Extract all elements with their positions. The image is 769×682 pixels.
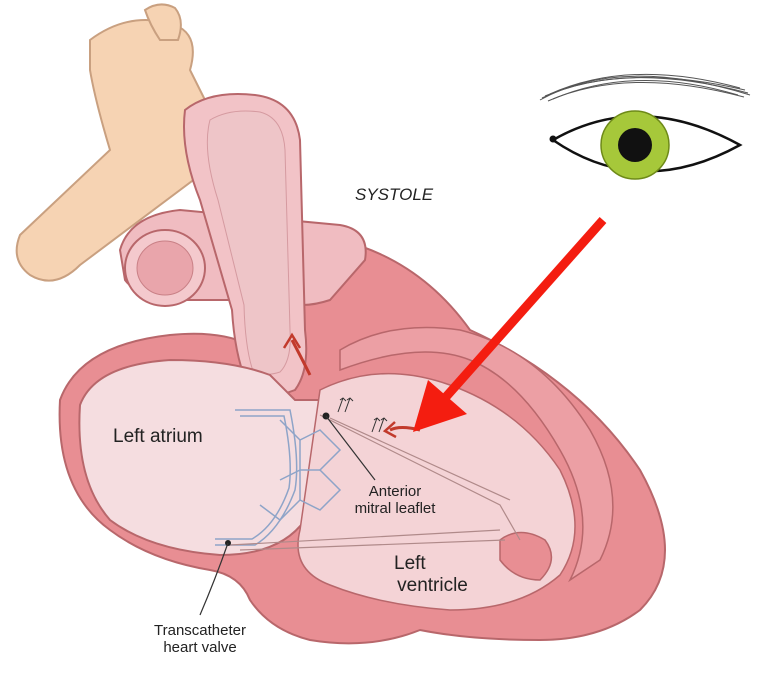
label-left-ventricle: Left ventricle bbox=[380, 553, 485, 597]
label-transcatheter-line1: Transcatheter bbox=[130, 622, 270, 639]
label-ventricle-line1: Left bbox=[380, 553, 485, 575]
label-transcatheter-heart-valve: Transcatheter heart valve bbox=[130, 622, 270, 657]
label-anterior-line1: Anterior bbox=[340, 483, 450, 500]
eye-icon bbox=[550, 111, 741, 179]
label-anterior-line2: mitral leaflet bbox=[340, 500, 450, 517]
label-left-atrium: Left atrium bbox=[113, 426, 203, 448]
label-ventricle-line2: ventricle bbox=[380, 575, 485, 597]
aorta-lumen bbox=[137, 241, 193, 295]
diagram-title: SYSTOLE bbox=[355, 185, 433, 205]
label-anterior-mitral-leaflet: Anterior mitral leaflet bbox=[340, 483, 450, 518]
label-transcatheter-line2: heart valve bbox=[130, 639, 270, 656]
eyebrow-icon bbox=[540, 74, 750, 101]
